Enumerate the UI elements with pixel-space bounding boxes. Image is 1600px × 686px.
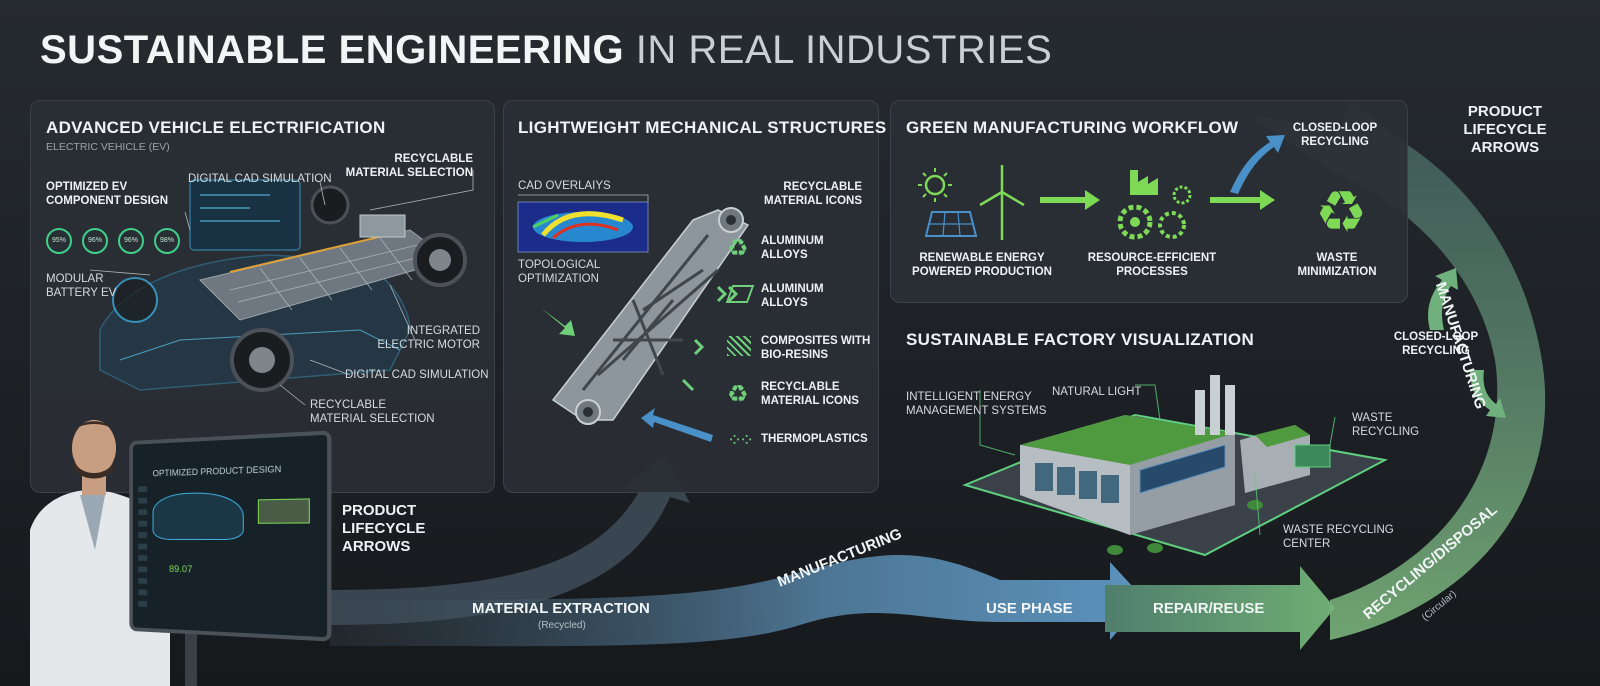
page-title: SUSTAINABLE ENGINEERING IN REAL INDUSTRI… bbox=[40, 28, 1052, 73]
solar-panel-icon bbox=[924, 211, 978, 237]
workflow-closed-loop: CLOSED-LOOP RECYCLING bbox=[1292, 122, 1378, 148]
ev-gauges: 95% 96% 96% 98% bbox=[46, 228, 180, 254]
ev-label-cad-bottom: DIGITAL CAD SIMULATION bbox=[345, 369, 489, 381]
recyclable-icons-label: RECYCLABLE MATERIAL ICONS bbox=[764, 181, 862, 207]
touchscreen-car bbox=[152, 491, 244, 541]
gauge: 95% bbox=[46, 228, 72, 254]
workflow-step-1: RENEWABLE ENERGY POWERED PRODUCTION bbox=[912, 252, 1052, 278]
lifecycle-arrow-repair bbox=[1105, 566, 1335, 650]
ev-label-recyclable-top: RECYCLABLE MATERIAL SELECTION bbox=[345, 153, 473, 179]
workflow-icons: ♻ bbox=[918, 135, 1367, 246]
gear-icon bbox=[1117, 204, 1153, 240]
gauge: 96% bbox=[118, 228, 144, 254]
workflow-panel bbox=[890, 100, 1408, 303]
lifecycle-material-extraction: MATERIAL EXTRACTION bbox=[472, 600, 650, 617]
recycle-icon: ♻ bbox=[1315, 178, 1367, 246]
composite-icon bbox=[727, 336, 751, 356]
title-light: IN REAL INDUSTRIES bbox=[635, 28, 1053, 72]
ev-car-illustration bbox=[89, 170, 474, 406]
ev-panel-subtitle: ELECTRIC VEHICLE (EV) bbox=[46, 141, 170, 153]
ev-panel-title: ADVANCED VEHICLE ELECTRIFICATION bbox=[46, 118, 386, 137]
lifecycle-use-phase: USE PHASE bbox=[986, 600, 1073, 617]
workflow-panel-title: GREEN MANUFACTURING WORKFLOW bbox=[906, 118, 1239, 137]
material-label: COMPOSITES WITH BIO-RESINS bbox=[761, 335, 871, 361]
ev-label-battery: MODULAR BATTERY EV bbox=[46, 273, 117, 299]
recycle-icon: ♻ bbox=[727, 381, 749, 408]
title-bold: SUSTAINABLE ENGINEERING bbox=[40, 28, 625, 72]
lifecycle-material-sub: (Recycled) bbox=[538, 620, 586, 631]
cad-overlays-label: CAD OVERLAIYS bbox=[518, 180, 611, 192]
ev-label-cad-top: DIGITAL CAD SIMULATION bbox=[188, 173, 332, 185]
workflow-step-3: WASTE MINIMIZATION bbox=[1297, 252, 1377, 278]
closed-loop-arrow-down bbox=[1470, 370, 1506, 418]
structures-panel-title: LIGHTWEIGHT MECHANICAL STRUCTURES bbox=[518, 118, 887, 137]
sun-icon bbox=[924, 174, 946, 196]
touchscreen-header: OPTIMIZED PRODUCT DESIGN bbox=[152, 463, 282, 479]
ev-label-optimized: OPTIMIZED EV COMPONENT DESIGN bbox=[46, 181, 169, 207]
material-label: THERMOPLASTICS bbox=[761, 433, 868, 445]
lifecycle-repair: REPAIR/REUSE bbox=[1153, 600, 1265, 617]
factory-label-energy: INTELLIGENT ENERGY MANAGEMENT SYSTEMS bbox=[906, 391, 1047, 417]
material-label: RECYCLABLE MATERIAL ICONS bbox=[761, 381, 859, 407]
factory-label-waste: WASTE RECYCLING bbox=[1352, 412, 1420, 438]
factory-illustration bbox=[961, 375, 1389, 557]
lifecycle-left-label: PRODUCT LIFECYCLE ARROWS bbox=[342, 502, 426, 555]
lifecycle-arrow-arc bbox=[1250, 100, 1546, 640]
material-label: ALUMINUM ALLOYS bbox=[761, 235, 824, 261]
material-label: ALUMINUM ALLOYS bbox=[761, 283, 824, 309]
touchscreen[interactable]: OPTIMIZED PRODUCT DESIGN 89.07 bbox=[129, 430, 332, 642]
bracket-illustration bbox=[517, 194, 750, 442]
gear-icon bbox=[1172, 185, 1192, 205]
wind-turbine-icon bbox=[979, 165, 1025, 240]
gear-icon bbox=[1158, 211, 1186, 239]
pellets-icon: ⁘⁘ bbox=[727, 430, 754, 450]
workflow-step-2: RESOURCE-EFFICIENT PROCESSES bbox=[1087, 252, 1217, 278]
ev-label-recyclable-bottom: RECYCLABLE MATERIAL SELECTION bbox=[310, 399, 435, 425]
touchscreen-part bbox=[257, 498, 310, 524]
lifecycle-closed-loop: CLOSED-LOOP RECYCLING bbox=[1393, 331, 1479, 357]
factory-label-light: NATURAL LIGHT bbox=[1052, 386, 1142, 398]
lifecycle-top-label: PRODUCT LIFECYCLE ARROWS bbox=[1463, 103, 1547, 156]
workflow-arrow bbox=[1040, 190, 1100, 210]
touchscreen-sidebar bbox=[138, 486, 148, 611]
topological-label: TOPOLOGICAL OPTIMIZATION bbox=[518, 259, 601, 285]
factory-label-center: WASTE RECYCLING CENTER bbox=[1283, 524, 1394, 550]
lifecycle-arrow-bottom bbox=[330, 555, 1145, 647]
closed-loop-arrow-up bbox=[1428, 268, 1458, 330]
ev-label-motor: INTEGRATED ELECTRIC MOTOR bbox=[377, 325, 480, 351]
factory-title: SUSTAINABLE FACTORY VISUALIZATION bbox=[906, 330, 1255, 349]
gauge: 98% bbox=[154, 228, 180, 254]
recycle-icon: ♻ bbox=[727, 235, 749, 262]
gauge: 96% bbox=[82, 228, 108, 254]
touchscreen-readout: 89.07 bbox=[169, 564, 193, 576]
factory-icon bbox=[1130, 170, 1158, 195]
